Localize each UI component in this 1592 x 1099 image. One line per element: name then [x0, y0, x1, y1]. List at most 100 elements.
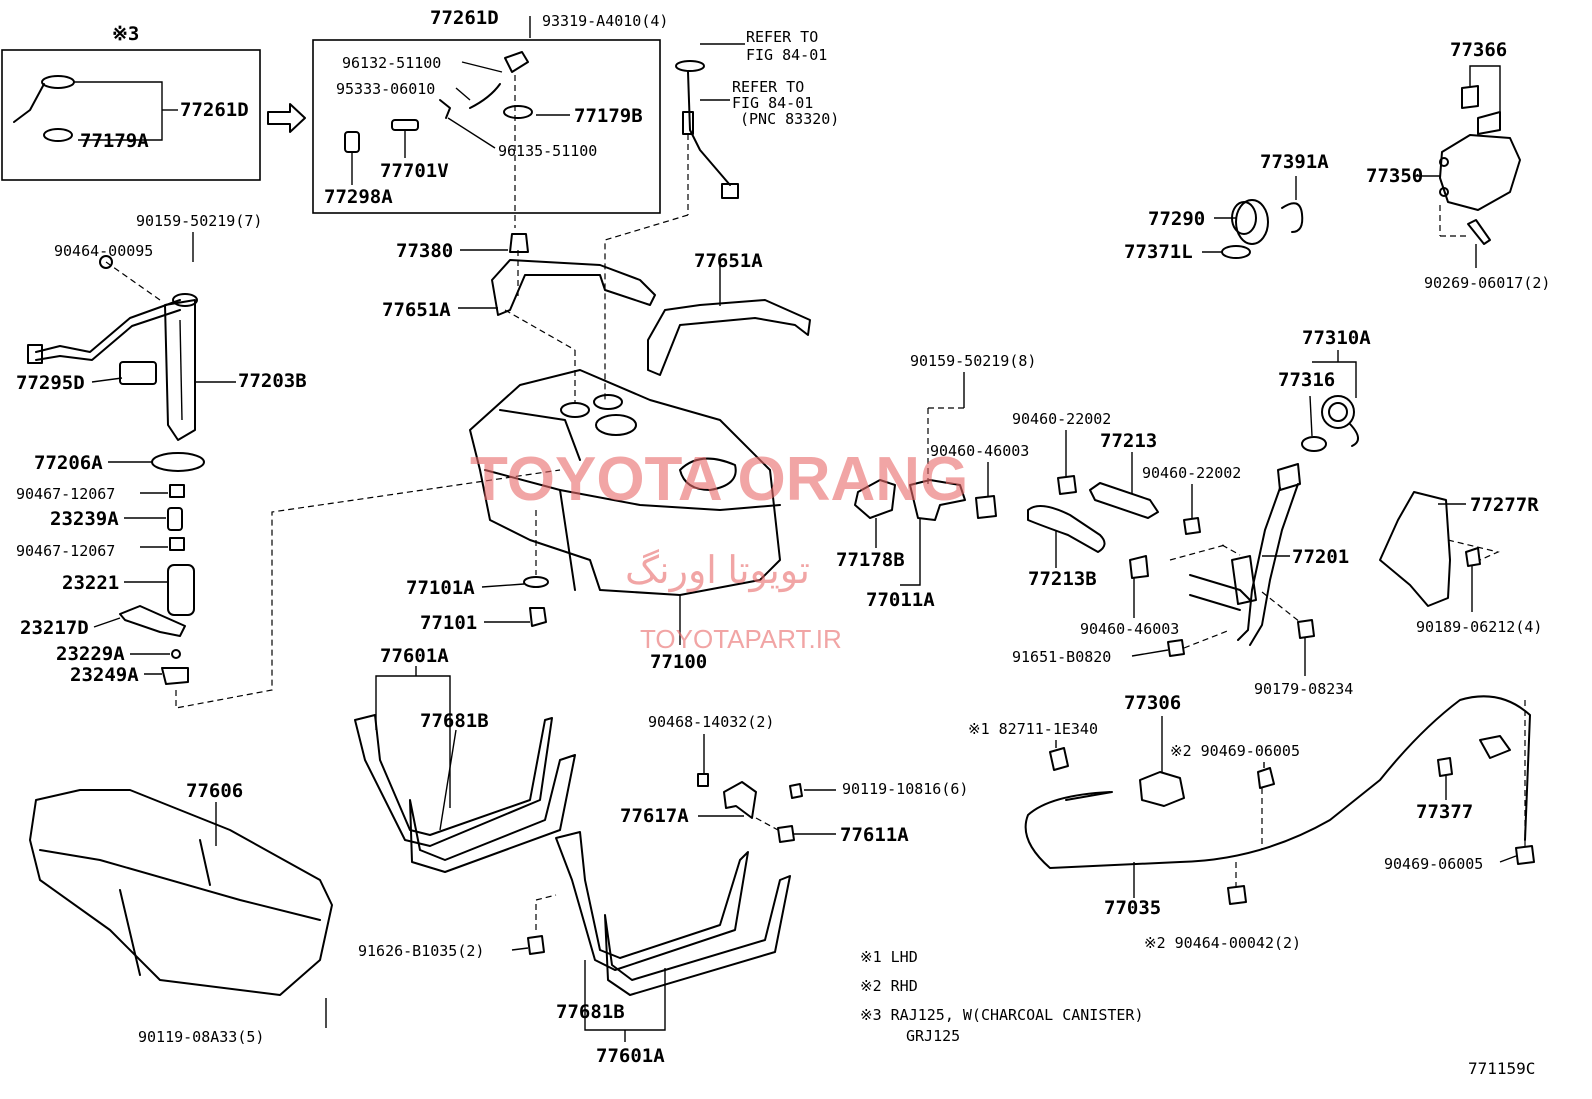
fuel-door-77350	[1439, 134, 1521, 211]
bolt-77611A	[777, 825, 795, 843]
label-77101: 77101	[420, 612, 477, 634]
leader-77316	[1309, 395, 1313, 437]
clip-77391A	[1281, 202, 1304, 233]
bolt-91651	[1167, 639, 1185, 657]
label-90189: 90189-06212(4)	[1416, 618, 1542, 636]
label-90460-46003a: 90460-46003	[930, 442, 1029, 460]
clamp-90460-22002a	[1057, 475, 1077, 495]
label-77100: 77100	[650, 651, 707, 673]
clamp-90467b	[169, 537, 185, 551]
washer-77101A	[523, 576, 549, 588]
watermark-site: TOYOTAPART.IR	[640, 624, 842, 654]
leader-77310A	[1312, 361, 1357, 398]
clamp-90464-00095	[99, 255, 113, 269]
cable-end-fitting	[1479, 735, 1511, 759]
dash-pump-tank	[175, 469, 561, 709]
dash-91626b	[535, 894, 557, 901]
label-23239A: 23239A	[50, 508, 119, 530]
label-77213: 77213	[1100, 430, 1157, 452]
clamp-90467a	[169, 484, 185, 498]
label-77011A: 77011A	[866, 589, 935, 611]
label-90159-8: 90159-50219(8)	[910, 352, 1036, 370]
plug-77101	[529, 607, 547, 627]
label-96135: 96135-51100	[498, 142, 597, 160]
screw-90269	[1467, 219, 1491, 245]
note-grj125: GRJ125	[906, 1027, 960, 1045]
clamp-90464-00042	[1227, 885, 1247, 905]
bolt-91626	[527, 935, 545, 955]
label-90467b: 90467-12067	[16, 542, 115, 560]
label-77306: 77306	[1124, 692, 1181, 714]
leader-77601A-top	[375, 675, 451, 808]
inset-arrow-icon	[267, 103, 306, 133]
gasket-77316	[1301, 436, 1327, 452]
dash-sender-tank	[604, 214, 689, 400]
label-96132: 96132-51100	[342, 54, 441, 72]
label-note3-mark: ※3	[112, 23, 139, 45]
label-77206A: 77206A	[34, 452, 103, 474]
dash-77611A	[755, 817, 779, 831]
label-23229A: 23229A	[56, 643, 125, 665]
label-77179A: 77179A	[80, 130, 149, 152]
leader-91651	[1131, 649, 1169, 657]
label-77601A-top: 77601A	[380, 645, 449, 667]
dash-77201-a	[1169, 544, 1226, 561]
leader-77011A	[900, 518, 921, 586]
band-77681B-top	[354, 714, 576, 873]
clip-77377	[1437, 757, 1453, 777]
clip-77366a	[1461, 85, 1479, 109]
leader-90469b	[1499, 855, 1517, 863]
label-77298A: 77298A	[324, 186, 393, 208]
valve-77380	[509, 233, 529, 253]
label-77035: 77035	[1104, 897, 1161, 919]
label-77371L: 77371L	[1124, 241, 1193, 263]
label-77203B: 77203B	[238, 370, 307, 392]
label-77681B-bot: 77681B	[556, 1001, 625, 1023]
label-82711: ※1 82711-1E340	[968, 720, 1098, 738]
label-90179: 90179-08234	[1254, 680, 1353, 698]
label-77391A: 77391A	[1260, 151, 1329, 173]
hinge-77350b	[1439, 187, 1449, 197]
cap-77310A	[1321, 395, 1355, 429]
label-90119-08A33: 90119-08A33(5)	[138, 1028, 264, 1046]
note-canister: ※3 RAJ125, W(CHARCOAL CANISTER)	[860, 1006, 1144, 1024]
clamp-90460-22002b	[1183, 517, 1201, 535]
label-77681B-top: 77681B	[420, 710, 489, 732]
label-77201: 77201	[1292, 546, 1349, 568]
label-77290: 77290	[1148, 208, 1205, 230]
label-77101A: 77101A	[406, 577, 475, 599]
filler-pipe-77201	[1189, 463, 1301, 646]
label-refer2: REFER TO	[732, 78, 804, 96]
protector-77277R	[1379, 491, 1451, 607]
clamp-90460-46003a	[975, 495, 997, 519]
cap-tether	[1349, 423, 1359, 447]
label-93319: 93319-A4010(4)	[542, 12, 668, 30]
diagram-code: 771159C	[1468, 1059, 1535, 1078]
label-77316: 77316	[1278, 369, 1335, 391]
label-refer1: REFER TO	[746, 28, 818, 46]
label-77606: 77606	[186, 780, 243, 802]
watermark-brand-fa: تویوتا اورنگ	[625, 548, 810, 593]
bolt-90119-10816	[789, 783, 803, 799]
band-77681B-bottom	[555, 831, 791, 996]
label-77213B: 77213B	[1028, 568, 1097, 590]
label-90269: 90269-06017(2)	[1424, 274, 1550, 292]
label-pnc: (PNC 83320)	[740, 110, 839, 128]
label-77178B: 77178B	[836, 549, 905, 571]
hose-77213	[1089, 482, 1159, 519]
label-90467a: 90467-12067	[16, 485, 115, 503]
label-77310A: 77310A	[1302, 327, 1371, 349]
label-77350: 77350	[1366, 165, 1423, 187]
clip-90469a	[1257, 767, 1275, 789]
canister-inset-box	[1, 49, 261, 181]
vent-valve-parts	[344, 51, 533, 153]
clamp-90460-46003b	[1129, 555, 1149, 579]
cable-77035	[1024, 695, 1531, 869]
hose-77213B	[1027, 505, 1106, 553]
cable-77035-end	[1065, 791, 1113, 801]
leader-77295D	[91, 377, 123, 383]
cap-77310A-inner	[1328, 402, 1348, 422]
dash-90189	[1447, 539, 1500, 561]
gasket-77178B	[854, 479, 896, 519]
label-90460-22002a: 90460-22002	[1012, 410, 1111, 428]
